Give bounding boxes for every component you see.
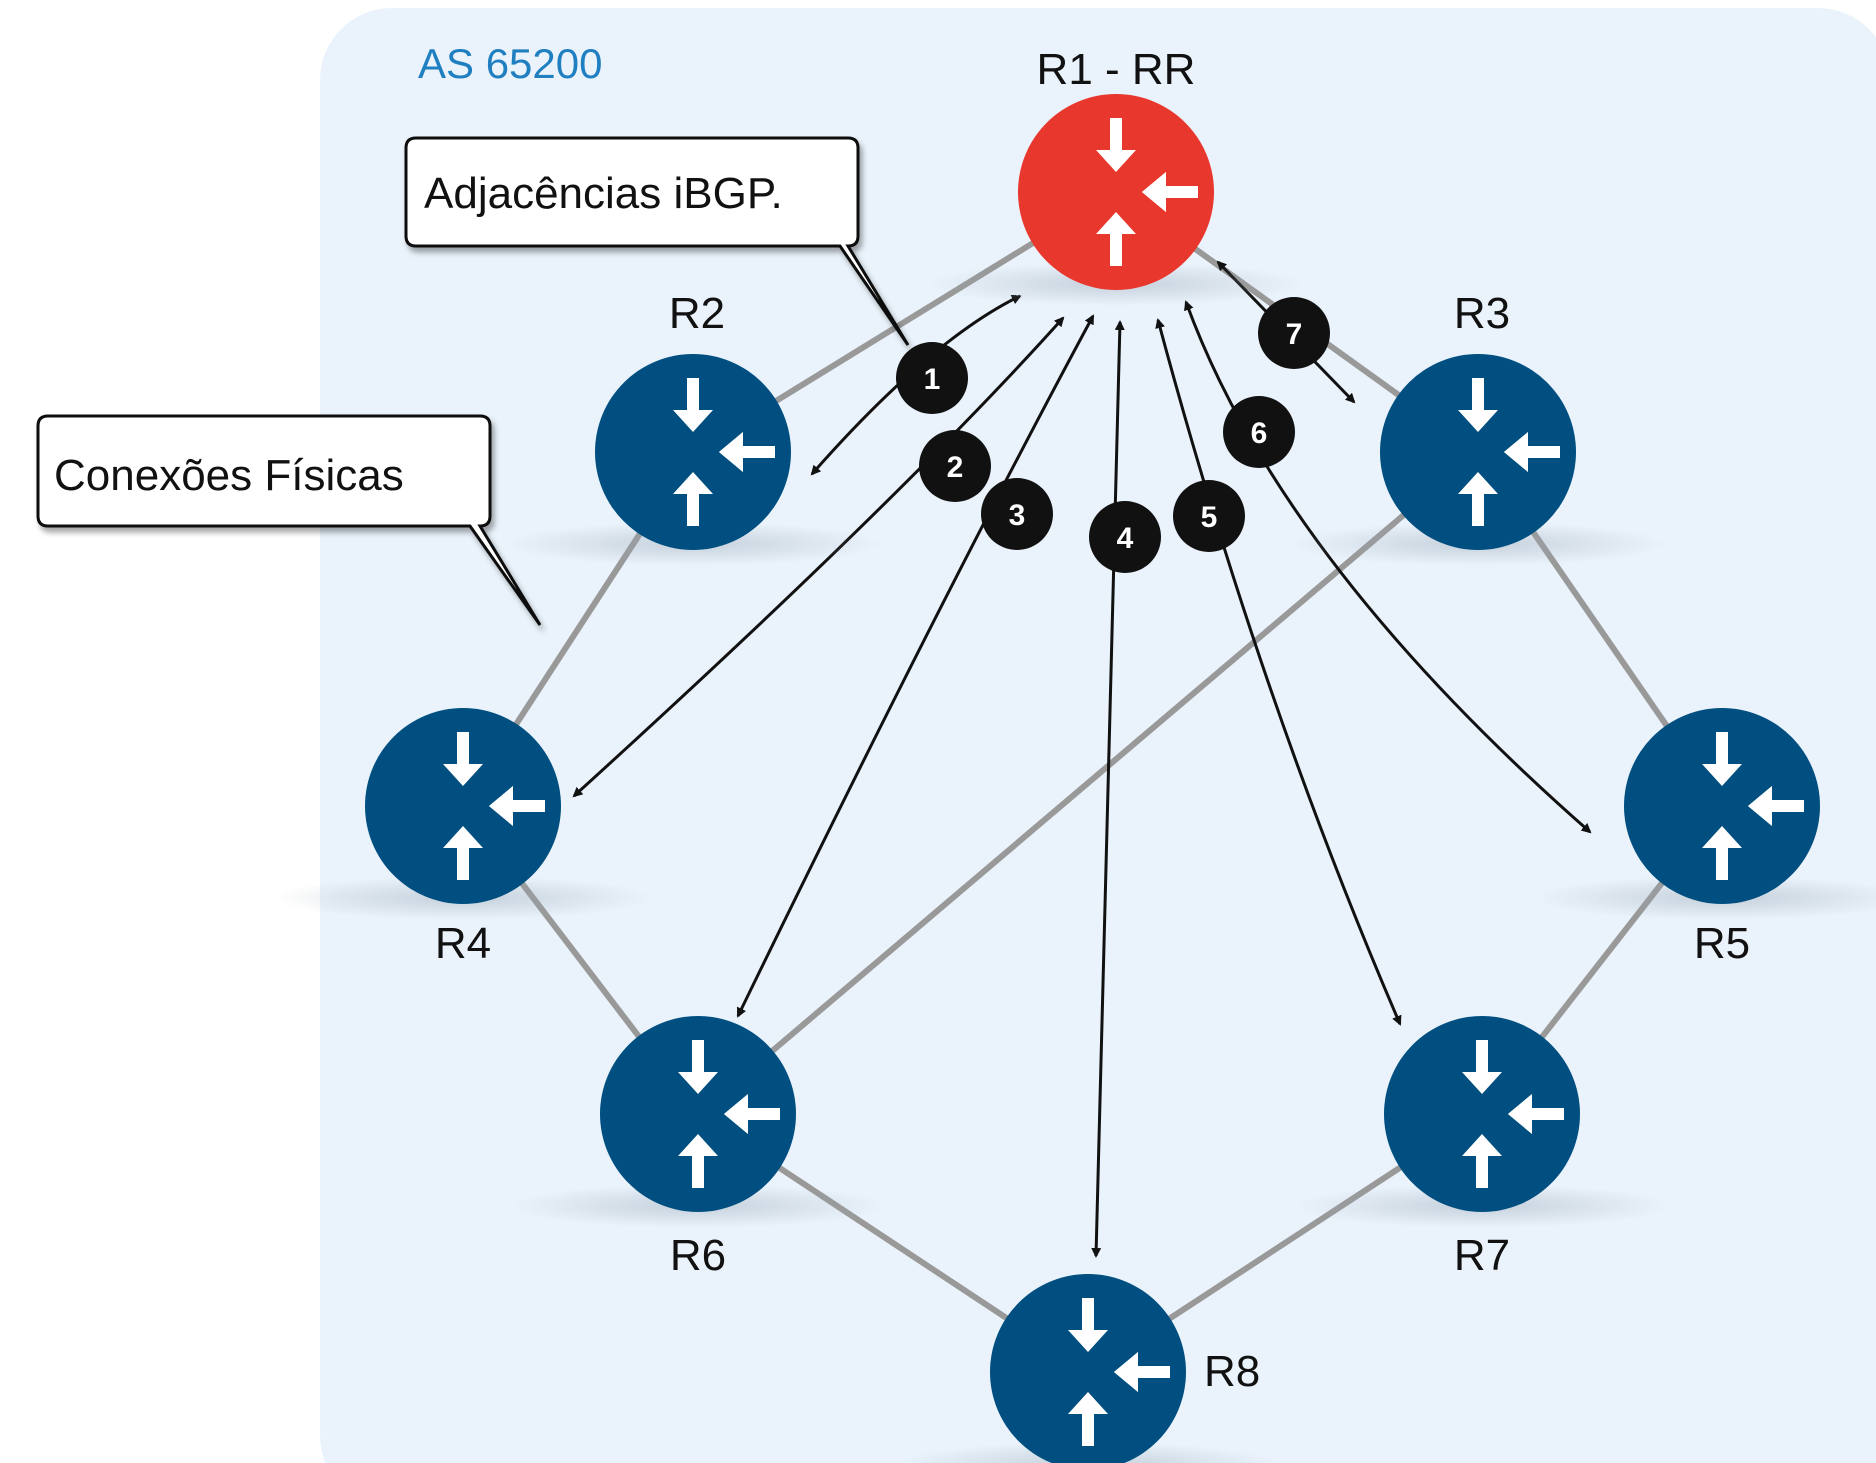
router-r4[interactable]: R4 [273,708,653,968]
badge-circle [1089,501,1161,573]
router-body [595,354,791,550]
router-label-r2: R2 [669,289,725,338]
router-label-r6: R6 [670,1231,726,1280]
session-badge-2: 2 [919,430,991,502]
router-body [1018,94,1214,290]
router-r6[interactable]: R6 [508,1016,888,1280]
router-label-r5: R5 [1694,919,1750,968]
router-body [1380,354,1576,550]
session-badge-1: 1 [896,342,968,414]
session-badge-6: 6 [1223,396,1295,468]
badge-number: 6 [1251,417,1268,450]
router-r1[interactable]: R1 - RR [926,45,1306,306]
badge-number: 2 [947,451,964,484]
badge-number: 3 [1009,499,1026,532]
badge-number: 7 [1286,318,1303,351]
session-badge-4: 4 [1089,501,1161,573]
router-label-r3: R3 [1454,289,1510,338]
router-body [1384,1016,1580,1212]
router-label-r4: R4 [435,919,491,968]
router-r7[interactable]: R7 [1292,1016,1672,1280]
badge-circle [1258,297,1330,369]
router-body [1624,708,1820,904]
badge-circle [919,430,991,502]
badge-circle [896,342,968,414]
callout-ibgp: Adjacências iBGP. [404,136,910,346]
router-r3[interactable]: R3 [1288,289,1668,566]
callout-physical-text: Conexões Físicas [54,451,404,500]
badge-number: 4 [1117,522,1134,555]
router-body [990,1274,1186,1463]
badge-circle [981,478,1053,550]
badge-number: 5 [1201,501,1218,534]
router-label-r8: R8 [1204,1347,1260,1396]
session-badge-5: 5 [1173,480,1245,552]
router-r8[interactable]: R8 [898,1274,1278,1463]
session-badge-3: 3 [981,478,1053,550]
badge-circle [1173,480,1245,552]
session-badge-7: 7 [1258,297,1330,369]
router-body [365,708,561,904]
callout-physical: Conexões Físicas [36,414,542,626]
ibgp-session-r1-r8 [1091,320,1125,1258]
router-label-r1: R1 - RR [1037,45,1196,94]
as-label: AS 65200 [418,40,603,87]
badge-circle [1223,396,1295,468]
session-badges: 1 2 3 4 5 6 7 [896,297,1330,573]
router-label-r7: R7 [1454,1231,1510,1280]
router-body [600,1016,796,1212]
ibgp-session-r1-r6 [736,314,1095,1018]
router-r2[interactable]: R2 [503,289,883,566]
badge-number: 1 [924,363,941,396]
callout-ibgp-text: Adjacências iBGP. [424,169,783,218]
router-r5[interactable]: R5 [1532,708,1876,968]
